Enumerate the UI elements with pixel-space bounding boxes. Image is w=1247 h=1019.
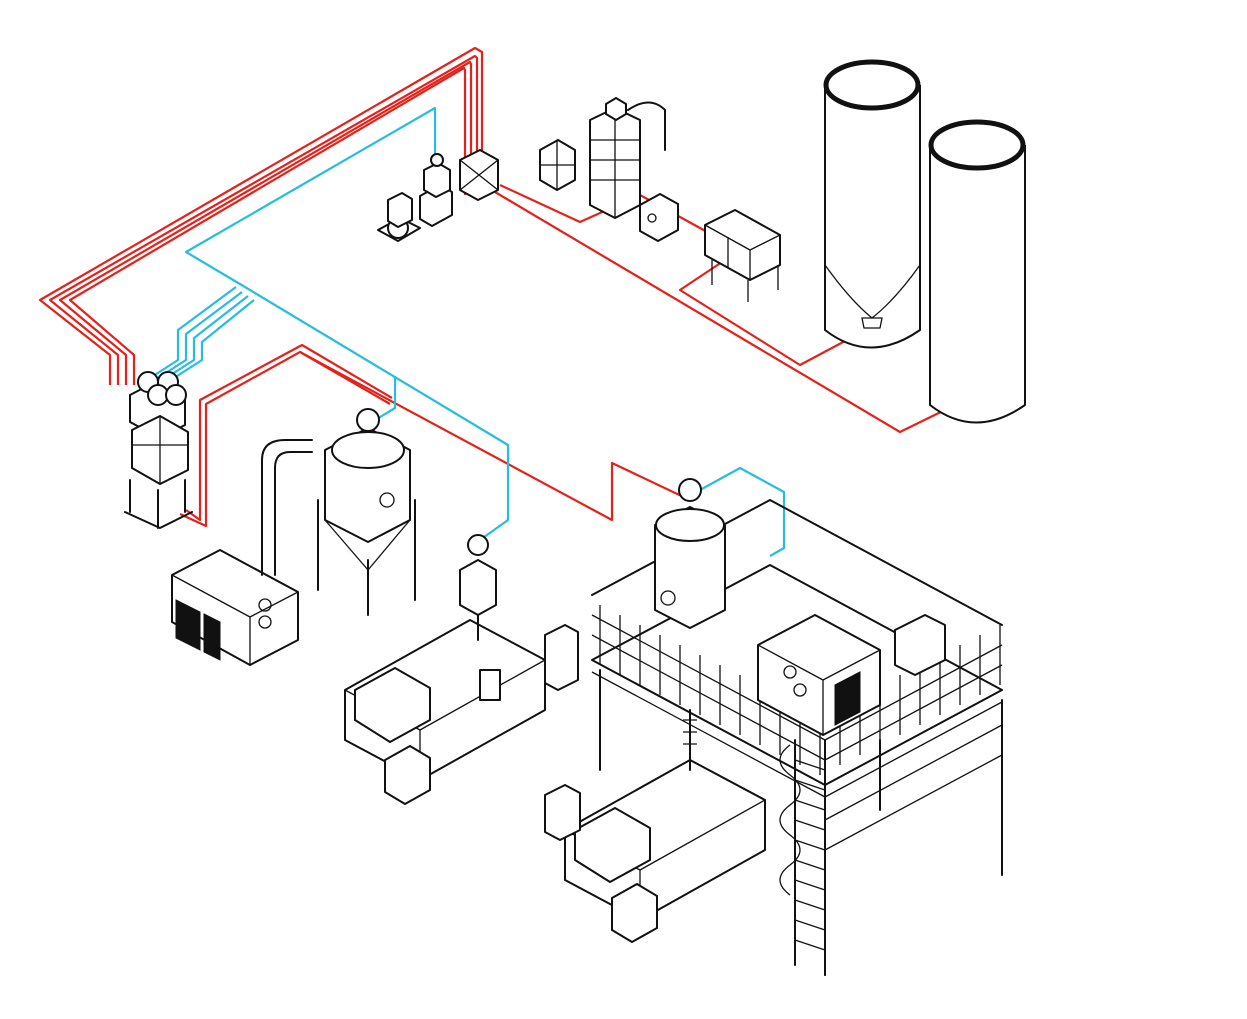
material-line-1 bbox=[38, 46, 484, 385]
vacuum-line-4 bbox=[173, 299, 255, 379]
material-line-down-1 bbox=[185, 343, 393, 522]
dryer-cart bbox=[539, 139, 576, 191]
hopper-loader bbox=[459, 534, 497, 641]
silo-2 bbox=[928, 119, 1026, 424]
twin-bin-hopper bbox=[704, 209, 781, 302]
distribution-station bbox=[124, 371, 193, 529]
mezzanine-drying-hopper bbox=[654, 478, 726, 629]
material-line-4 bbox=[68, 66, 467, 385]
honeycomb-dryer bbox=[171, 439, 313, 666]
injection-molding-machine-2 bbox=[544, 709, 766, 943]
vacuum-line-to-mezz bbox=[244, 286, 510, 541]
vacuum-line-2 bbox=[157, 291, 243, 379]
vacuum-line-mezz-hopper bbox=[699, 466, 786, 557]
small-hopper-unit bbox=[459, 149, 499, 201]
vacuum-line-main bbox=[184, 106, 437, 288]
control-cabinet bbox=[639, 193, 679, 242]
vacuum-line-3 bbox=[165, 295, 249, 379]
material-line-silo-2 bbox=[494, 191, 956, 434]
dust-collector bbox=[419, 153, 453, 227]
vacuum-lines bbox=[149, 106, 786, 557]
material-line-3 bbox=[58, 60, 473, 385]
injection-molding-machine bbox=[344, 619, 579, 805]
vacuum-line-1 bbox=[149, 286, 237, 379]
spiral-ladder bbox=[779, 739, 826, 976]
material-line-silo-1 bbox=[499, 184, 876, 367]
silo-1 bbox=[823, 59, 921, 349]
material-line-2 bbox=[48, 54, 479, 385]
vacuum-pump-unit bbox=[377, 192, 421, 242]
material-line-mezzanine bbox=[299, 351, 691, 522]
mezzanine-dryer bbox=[757, 614, 946, 736]
drying-hopper bbox=[317, 408, 416, 616]
